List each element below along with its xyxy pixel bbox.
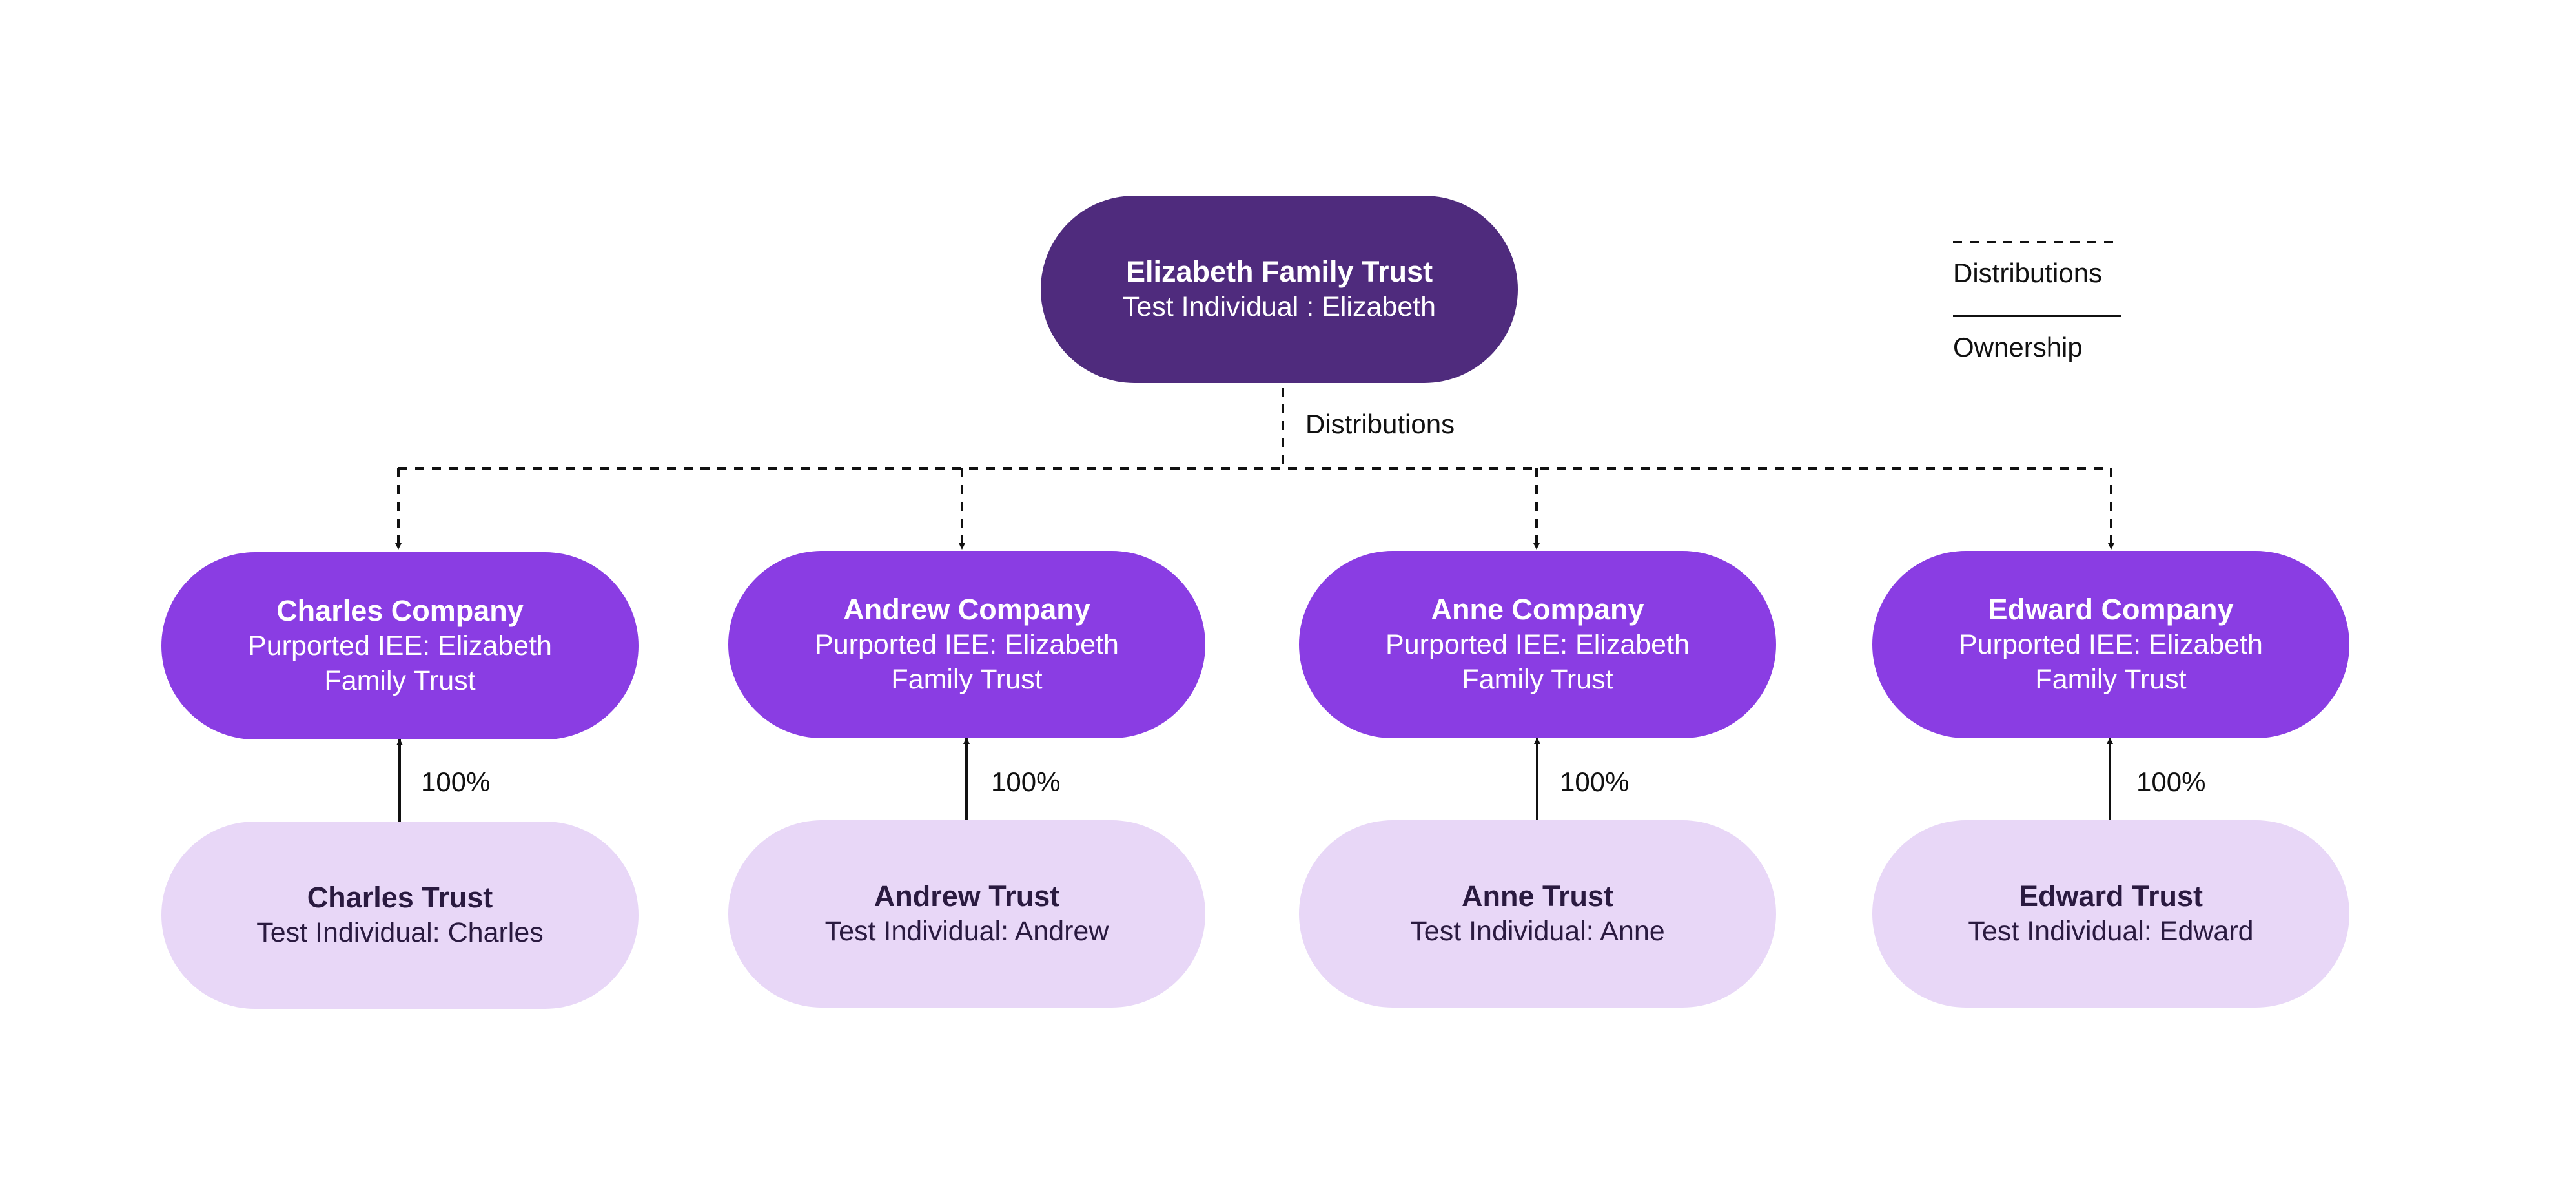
legend-distributions-label: Distributions <box>1953 258 2103 288</box>
company-iee-line-2: Family Trust <box>324 665 476 696</box>
company-node-edward: Edward Company Purported IEE: Elizabeth … <box>1872 551 2349 738</box>
trust-subtitle: Test Individual: Edward <box>1968 916 2254 947</box>
root-trust-node: Elizabeth Family Trust Test Individual :… <box>1041 196 1518 383</box>
trust-title: Charles Trust <box>307 881 493 914</box>
company-title: Anne Company <box>1431 593 1644 626</box>
company-title: Charles Company <box>276 594 524 627</box>
root-trust-title: Elizabeth Family Trust <box>1125 255 1433 288</box>
legend-ownership-label: Ownership <box>1953 332 2083 362</box>
company-node-andrew: Andrew Company Purported IEE: Elizabeth … <box>728 551 1205 738</box>
trust-title: Andrew Trust <box>874 880 1060 913</box>
ownership-percent-edward: 100% <box>2136 767 2206 797</box>
trust-node-anne: Anne Trust Test Individual: Anne <box>1299 820 1776 1008</box>
company-node-charles: Charles Company Purported IEE: Elizabeth… <box>161 552 639 739</box>
trust-subtitle: Test Individual: Anne <box>1410 916 1665 947</box>
company-iee-line: Purported IEE: Elizabeth <box>1385 629 1690 660</box>
company-iee-line: Purported IEE: Elizabeth <box>815 629 1119 660</box>
company-title: Edward Company <box>1988 593 2234 626</box>
trust-subtitle: Test Individual: Andrew <box>824 916 1109 947</box>
company-iee-line-2: Family Trust <box>2035 664 2187 695</box>
company-iee-line: Purported IEE: Elizabeth <box>1959 629 2263 660</box>
company-title: Andrew Company <box>843 593 1090 626</box>
distributions-edge-label: Distributions <box>1305 409 1455 439</box>
company-iee-line-2: Family Trust <box>1462 664 1613 695</box>
trust-node-edward: Edward Trust Test Individual: Edward <box>1872 820 2349 1008</box>
trust-node-andrew: Andrew Trust Test Individual: Andrew <box>728 820 1205 1008</box>
trust-title: Edward Trust <box>2018 880 2203 913</box>
trust-subtitle: Test Individual: Charles <box>256 917 544 948</box>
ownership-percent-charles: 100% <box>421 767 491 797</box>
trust-title: Anne Trust <box>1461 880 1614 913</box>
ownership-percent-andrew: 100% <box>991 767 1061 797</box>
trust-node-charles: Charles Trust Test Individual: Charles <box>161 822 639 1009</box>
company-iee-line: Purported IEE: Elizabeth <box>248 630 552 661</box>
root-trust-subtitle: Test Individual : Elizabeth <box>1122 291 1436 322</box>
company-iee-line-2: Family Trust <box>891 664 1043 695</box>
ownership-percent-anne: 100% <box>1560 767 1630 797</box>
company-node-anne: Anne Company Purported IEE: Elizabeth Fa… <box>1299 551 1776 738</box>
